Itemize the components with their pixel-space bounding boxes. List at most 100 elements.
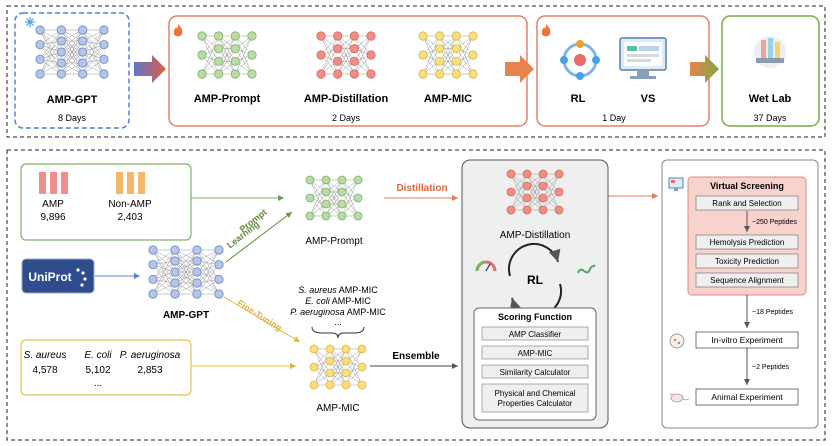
network-edge [174, 249, 198, 273]
network-node [357, 344, 367, 354]
network-edge [235, 48, 253, 75]
network-node [506, 169, 516, 179]
network-node [78, 47, 88, 57]
network-node [192, 267, 202, 277]
network-edge [82, 29, 105, 53]
screening-step-3: Toxicity Prediction [715, 257, 779, 266]
network-edge [439, 35, 457, 62]
network-node [321, 211, 331, 221]
network-edge [341, 191, 359, 217]
network-node [325, 368, 335, 378]
network-node [435, 31, 445, 41]
network-node [357, 380, 367, 390]
network-node [538, 193, 548, 203]
network-edge [218, 48, 236, 75]
network-edge [152, 264, 176, 295]
mic-target-2: E. coli AMP-MIC [305, 296, 371, 306]
network-edge [337, 35, 355, 62]
network-node [214, 56, 224, 66]
network-node [78, 69, 88, 79]
network-edge [196, 249, 220, 273]
screening-step-box [695, 253, 799, 269]
network-node [341, 344, 351, 354]
network-node [305, 193, 315, 203]
network-edge [39, 44, 62, 75]
amp-prompt-model-label: AMP-Prompt [305, 236, 362, 247]
network-node [230, 69, 240, 79]
uniprot-logo: UniProt [21, 258, 95, 294]
network-node [56, 36, 66, 46]
snowflake-icon [25, 17, 35, 27]
network-node [170, 267, 180, 277]
network-edge [82, 29, 105, 75]
network-edge [152, 264, 176, 284]
network-node [316, 31, 326, 41]
network-edge [313, 348, 331, 386]
network-edge [456, 35, 474, 62]
network-edge [39, 29, 62, 64]
network-node [56, 25, 66, 35]
network-edge [329, 360, 347, 386]
network-node [341, 368, 351, 378]
network-node [349, 44, 359, 54]
network-node [333, 44, 343, 54]
network-edge [320, 48, 338, 75]
network-edge [456, 35, 474, 75]
scoring-item-box [481, 345, 589, 360]
gpt-to-mic-arrow [223, 296, 301, 343]
virtual-screening-title: Virtual Screening [710, 181, 784, 191]
rl-stage-label: RL [571, 93, 586, 105]
network-node [192, 245, 202, 255]
network-edge [196, 264, 220, 295]
rl-cycle-icon [560, 40, 600, 80]
network-node [522, 181, 532, 191]
network-edge [152, 249, 176, 273]
gauge-icon [475, 260, 497, 272]
network-edge [39, 29, 62, 53]
network-node [35, 69, 45, 79]
network-node [305, 175, 315, 185]
network-node [337, 211, 347, 221]
scoring-item-box [481, 326, 589, 341]
mic-target-1: S. aureus AMP-MIC [298, 285, 378, 295]
network-edge [325, 191, 343, 217]
amp-distillation-stage-label: AMP-Distillation [304, 93, 389, 105]
network-node [56, 58, 66, 68]
invitro-experiment: In-vitro Experiment [711, 335, 783, 345]
network-node [35, 25, 45, 35]
network-node [337, 175, 347, 185]
network-node [148, 289, 158, 299]
monitor-icon [668, 177, 684, 191]
network-edge [320, 35, 338, 75]
network-edge [61, 29, 83, 53]
network-edge [174, 260, 198, 295]
network-edge [309, 179, 327, 217]
network-node [418, 31, 428, 41]
amp-mic-stage-label: AMP-MIC [424, 93, 472, 105]
network-node [99, 54, 109, 64]
stage-arrow-2 [505, 55, 534, 83]
network-edge [196, 249, 220, 280]
network-node [321, 187, 331, 197]
network-edge [325, 179, 343, 217]
wet-lab-stage-label: Wet Lab [749, 93, 792, 105]
network-node [325, 356, 335, 366]
network-node [35, 40, 45, 50]
network-node [214, 260, 224, 270]
network-node [170, 256, 180, 266]
network-edge [422, 35, 440, 75]
network-node [214, 245, 224, 255]
network-edge [422, 35, 440, 62]
network-edge [309, 179, 327, 205]
lab-flask-icon [754, 36, 786, 68]
network-edge [196, 260, 220, 280]
network-edge [39, 29, 62, 75]
non-amp-label: Non-AMP [108, 199, 152, 210]
animal-box [695, 388, 799, 406]
mic-more: ... [94, 378, 102, 389]
fire-icon [173, 24, 183, 37]
stage-arrow-3 [690, 55, 719, 83]
network-edge [196, 249, 220, 295]
svg-text:UniProt: UniProt [28, 270, 71, 284]
network-edge [174, 249, 198, 284]
